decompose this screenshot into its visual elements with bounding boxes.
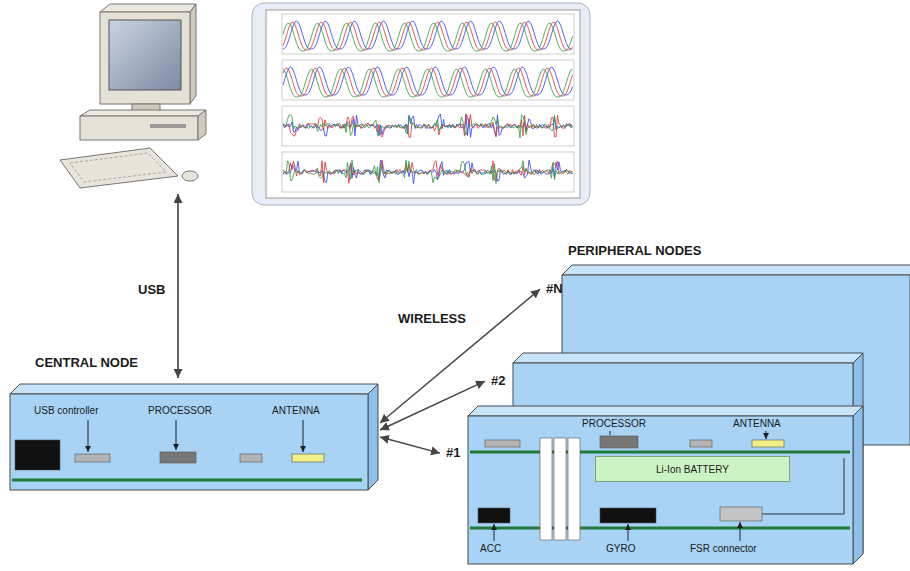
box-front-face [10, 394, 368, 490]
keyboard [60, 148, 178, 188]
part-label: GYRO [606, 543, 635, 554]
leader-line [176, 420, 177, 450]
case-top [80, 110, 206, 116]
plot-window [252, 3, 590, 205]
battery-block: Li-Ion BATTERY [595, 456, 790, 482]
signal-trace [283, 115, 573, 138]
box-side-face [853, 353, 863, 563]
box-side-face [368, 384, 378, 490]
component-chip [240, 454, 262, 462]
node-heading: CENTRAL NODE [35, 356, 138, 370]
block-label: Li-Ion BATTERY [656, 464, 729, 475]
component-chip [568, 438, 580, 540]
box-top-face [562, 265, 910, 275]
plot-frame [282, 152, 574, 192]
leader-line [303, 420, 304, 452]
leader-line [740, 522, 741, 541]
component-chip [720, 507, 762, 521]
usb-link [177, 194, 179, 378]
box-front-face [468, 416, 853, 564]
leader-line [494, 524, 495, 541]
part-label: FSR connector [690, 543, 757, 554]
part-label: USB controller [34, 405, 98, 416]
signal-trace [283, 68, 573, 96]
signal-trace [283, 114, 573, 137]
plot-area [266, 10, 580, 198]
central-node-box: CENTRAL NODE [8, 356, 380, 494]
case-side [198, 110, 206, 140]
node-heading: #1 [446, 446, 460, 460]
signal-trace [283, 160, 573, 184]
leader-line [766, 431, 767, 439]
signal-trace [283, 67, 573, 95]
wireless-link [380, 437, 440, 453]
box-side-face [853, 406, 863, 564]
component-chip [600, 508, 656, 523]
component-chip [160, 452, 196, 463]
box-top-face [513, 353, 863, 363]
box-top-face [10, 384, 378, 394]
circuit-board [12, 479, 362, 482]
signal-trace [283, 160, 573, 183]
part-label: ANTENNA [272, 405, 320, 416]
component-chip [554, 438, 566, 540]
leader-line [610, 431, 611, 435]
peripheral-node-box: #1Li-Ion BATTERY [440, 400, 865, 568]
node-heading: #N [546, 282, 563, 296]
component-chip [75, 454, 110, 462]
signal-trace [283, 160, 573, 183]
monitor-side [190, 4, 196, 104]
circuit-board [470, 527, 850, 530]
leader-line [628, 524, 629, 541]
part-label: PROCESSOR [582, 418, 646, 429]
drive-slot [150, 124, 186, 128]
plot-frame [282, 60, 574, 100]
component-chip [690, 440, 712, 447]
component-chip [478, 508, 510, 523]
monitor-body [100, 12, 190, 104]
component-chip [600, 436, 638, 448]
computer-case [80, 116, 198, 140]
circuit-board [470, 451, 850, 454]
component-chip [292, 454, 324, 462]
plot-frame [282, 14, 574, 54]
monitor-screen [109, 20, 181, 90]
monitor-top [100, 4, 196, 12]
signal-trace [283, 69, 573, 97]
keyboard-keys [70, 153, 166, 182]
component-chip [752, 440, 784, 447]
box-outline [440, 400, 865, 568]
component-chip [540, 438, 552, 540]
signal-trace [283, 23, 573, 51]
mouse [182, 171, 198, 181]
part-label: ACC [480, 543, 501, 554]
part-label: ANTENNA [733, 418, 781, 429]
component-chip [15, 440, 60, 470]
link-label: WIRELESS [398, 312, 466, 326]
group-label: PERIPHERAL NODES [568, 244, 701, 258]
component-chip [485, 440, 520, 447]
box-top-face [468, 406, 863, 416]
signal-traces [282, 14, 574, 192]
signal-trace [283, 114, 573, 137]
node-heading: #2 [491, 374, 505, 388]
computer-icon [60, 4, 206, 188]
box-outline [8, 356, 380, 494]
plot-frame [282, 106, 574, 146]
signal-trace [283, 22, 573, 50]
link-label: USB [138, 283, 165, 297]
part-label: PROCESSOR [148, 405, 212, 416]
leader-line [88, 420, 89, 452]
signal-plot-panel [252, 3, 590, 205]
